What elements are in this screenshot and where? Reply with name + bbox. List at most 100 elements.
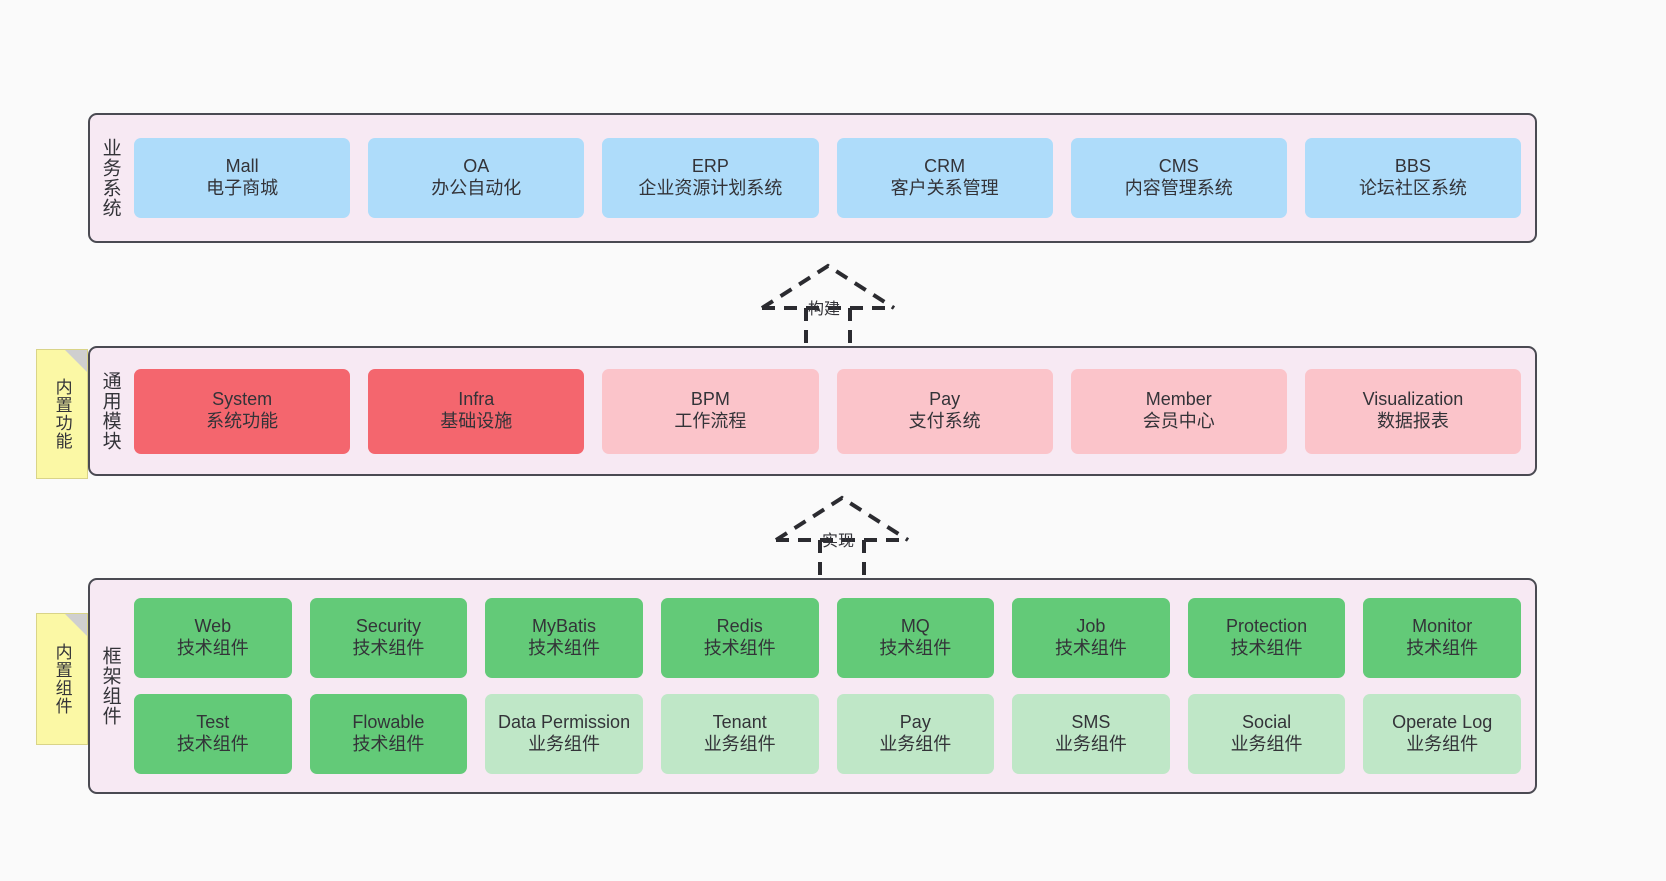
- node-social[interactable]: Social 业务组件: [1187, 694, 1346, 774]
- layer-framework-components[interactable]: 框架组件 Web 技术组件 Security 技术组件 MyBatis 技术组件…: [88, 578, 1537, 794]
- node-mall-subtitle: 电子商城: [206, 178, 279, 198]
- sticky-note-builtin-components[interactable]: 内置组件: [36, 613, 88, 745]
- node-bbs-title: BBS: [1394, 156, 1431, 177]
- node-system[interactable]: System 系统功能: [134, 368, 351, 454]
- node-flowable-title: Flowable: [352, 712, 425, 733]
- node-monitor[interactable]: Monitor 技术组件: [1363, 598, 1521, 678]
- node-pay-component-title: Pay: [899, 712, 931, 733]
- node-test-subtitle: 技术组件: [176, 734, 249, 754]
- layer-business-system[interactable]: 业务系统 Mall 电子商城 OA 办公自动化 ERP 企业资源计划系统 CRM…: [88, 113, 1537, 243]
- node-bpm-subtitle: 工作流程: [674, 411, 747, 431]
- node-member-title: Member: [1145, 389, 1212, 410]
- node-sms[interactable]: SMS 业务组件: [1012, 694, 1170, 774]
- business-system-row: Mall 电子商城 OA 办公自动化 ERP 企业资源计划系统 CRM 客户关系…: [134, 138, 1522, 218]
- node-monitor-subtitle: 技术组件: [1406, 638, 1479, 658]
- layer-business-system-body: Mall 电子商城 OA 办公自动化 ERP 企业资源计划系统 CRM 客户关系…: [130, 115, 1535, 241]
- node-pay-module-title: Pay: [929, 389, 961, 410]
- node-mall[interactable]: Mall 电子商城: [134, 138, 351, 218]
- node-tenant[interactable]: Tenant 业务组件: [660, 694, 819, 774]
- node-job-title: Job: [1076, 616, 1106, 637]
- node-security[interactable]: Security 技术组件: [309, 598, 468, 678]
- node-operate-log-subtitle: 业务组件: [1406, 734, 1479, 754]
- node-crm[interactable]: CRM 客户关系管理: [836, 138, 1053, 218]
- node-oa-subtitle: 办公自动化: [431, 178, 522, 198]
- sticky-note-builtin-features-label: 内置功能: [52, 378, 72, 450]
- layer-framework-components-label: 框架组件: [99, 646, 121, 726]
- node-monitor-title: Monitor: [1412, 616, 1473, 637]
- node-social-subtitle: 业务组件: [1230, 734, 1303, 754]
- node-redis-title: Redis: [716, 616, 763, 637]
- node-member[interactable]: Member 会员中心: [1070, 368, 1287, 454]
- node-bbs[interactable]: BBS 论坛社区系统: [1304, 138, 1522, 218]
- node-crm-title: CRM: [924, 156, 966, 177]
- node-cms-title: CMS: [1158, 156, 1199, 177]
- node-flowable-subtitle: 技术组件: [352, 734, 425, 754]
- layer-business-system-label: 业务系统: [99, 138, 121, 218]
- node-data-permission[interactable]: Data Permission 业务组件: [485, 694, 643, 774]
- node-infra-title: Infra: [458, 389, 495, 410]
- sticky-note-builtin-features[interactable]: 内置功能: [36, 349, 88, 479]
- node-security-subtitle: 技术组件: [352, 638, 425, 658]
- layer-common-modules-label: 通用模块: [99, 371, 121, 451]
- node-security-title: Security: [355, 616, 421, 637]
- sticky-fold-corner-icon: [65, 350, 87, 372]
- node-redis[interactable]: Redis 技术组件: [660, 598, 819, 678]
- node-web-subtitle: 技术组件: [176, 638, 249, 658]
- node-mybatis[interactable]: MyBatis 技术组件: [485, 598, 643, 678]
- node-oa[interactable]: OA 办公自动化: [368, 138, 585, 218]
- node-erp-subtitle: 企业资源计划系统: [638, 178, 783, 198]
- node-visualization-subtitle: 数据报表: [1376, 411, 1449, 431]
- layer-common-modules[interactable]: 通用模块 System 系统功能 Infra 基础设施 BPM 工作流程 Pay…: [88, 346, 1537, 476]
- node-operate-log[interactable]: Operate Log 业务组件: [1363, 694, 1521, 774]
- layer-framework-components-body: Web 技术组件 Security 技术组件 MyBatis 技术组件 Redi…: [130, 580, 1535, 792]
- node-infra-subtitle: 基础设施: [440, 411, 513, 431]
- node-bpm[interactable]: BPM 工作流程: [602, 368, 819, 454]
- node-test[interactable]: Test 技术组件: [134, 694, 292, 774]
- node-flowable[interactable]: Flowable 技术组件: [309, 694, 468, 774]
- node-job-subtitle: 技术组件: [1054, 638, 1127, 658]
- node-pay-component[interactable]: Pay 业务组件: [836, 694, 995, 774]
- node-web[interactable]: Web 技术组件: [134, 598, 292, 678]
- node-sms-title: SMS: [1071, 712, 1111, 733]
- node-pay-module[interactable]: Pay 支付系统: [836, 368, 1053, 454]
- node-mybatis-title: MyBatis: [532, 616, 597, 637]
- connector-implement-label: 实现: [822, 533, 855, 550]
- node-system-subtitle: 系统功能: [206, 411, 279, 431]
- node-erp-title: ERP: [691, 156, 729, 177]
- node-erp[interactable]: ERP 企业资源计划系统: [602, 138, 819, 218]
- node-social-title: Social: [1242, 712, 1292, 733]
- node-operate-log-title: Operate Log: [1392, 712, 1493, 733]
- node-mq[interactable]: MQ 技术组件: [836, 598, 995, 678]
- node-visualization-title: Visualization: [1362, 389, 1464, 410]
- node-data-permission-subtitle: 业务组件: [528, 734, 601, 754]
- node-protection[interactable]: Protection 技术组件: [1187, 598, 1346, 678]
- node-mall-title: Mall: [225, 156, 259, 177]
- framework-business-row: Test 技术组件 Flowable 技术组件 Data Permission …: [134, 694, 1521, 774]
- node-sms-subtitle: 业务组件: [1054, 734, 1127, 754]
- sticky-fold-corner-icon: [65, 614, 87, 636]
- node-cms[interactable]: CMS 内容管理系统: [1070, 138, 1287, 218]
- node-system-title: System: [212, 389, 273, 410]
- node-bbs-subtitle: 论坛社区系统: [1358, 178, 1467, 198]
- node-crm-subtitle: 客户关系管理: [890, 178, 999, 198]
- node-redis-subtitle: 技术组件: [703, 638, 776, 658]
- layer-common-modules-body: System 系统功能 Infra 基础设施 BPM 工作流程 Pay 支付系统…: [130, 348, 1535, 474]
- node-protection-subtitle: 技术组件: [1230, 638, 1303, 658]
- node-data-permission-title: Data Permission: [498, 712, 631, 733]
- node-infra[interactable]: Infra 基础设施: [368, 368, 585, 454]
- common-modules-row: System 系统功能 Infra 基础设施 BPM 工作流程 Pay 支付系统…: [134, 368, 1522, 454]
- node-visualization[interactable]: Visualization 数据报表: [1304, 368, 1522, 454]
- node-member-subtitle: 会员中心: [1142, 411, 1215, 431]
- node-mq-subtitle: 技术组件: [879, 638, 952, 658]
- node-web-title: Web: [194, 616, 232, 637]
- node-cms-subtitle: 内容管理系统: [1124, 178, 1233, 198]
- node-job[interactable]: Job 技术组件: [1012, 598, 1170, 678]
- node-pay-component-subtitle: 业务组件: [879, 734, 952, 754]
- node-mq-title: MQ: [900, 616, 930, 637]
- framework-tech-row: Web 技术组件 Security 技术组件 MyBatis 技术组件 Redi…: [134, 598, 1521, 678]
- node-protection-title: Protection: [1226, 616, 1308, 637]
- node-mybatis-subtitle: 技术组件: [528, 638, 601, 658]
- sticky-note-builtin-components-label: 内置组件: [52, 643, 72, 715]
- node-tenant-subtitle: 业务组件: [703, 734, 776, 754]
